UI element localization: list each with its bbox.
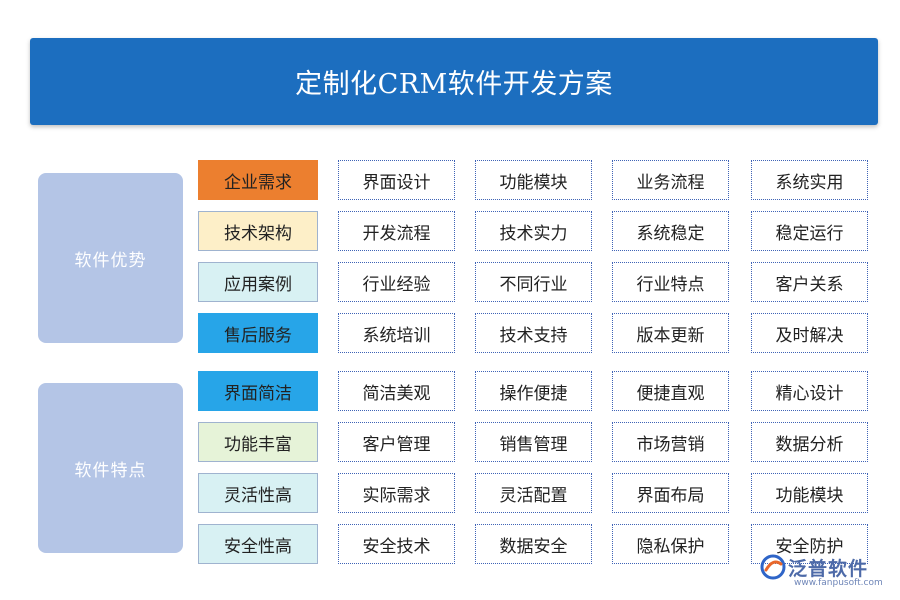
feature-box: 及时解决 bbox=[751, 313, 868, 353]
feature-box: 稳定运行 bbox=[751, 211, 868, 251]
feature-box: 技术支持 bbox=[475, 313, 592, 353]
watermark-brand: 泛普软件 bbox=[788, 558, 869, 580]
feature-box: 数据分析 bbox=[751, 422, 868, 462]
category-box: 企业需求 bbox=[198, 160, 318, 200]
feature-box: 业务流程 bbox=[612, 160, 729, 200]
group-panel: 软件特点 bbox=[38, 383, 183, 553]
feature-box: 安全技术 bbox=[338, 524, 455, 564]
category-row: 技术架构开发流程技术实力系统稳定稳定运行 bbox=[198, 211, 873, 253]
category-row: 售后服务系统培训技术支持版本更新及时解决 bbox=[198, 313, 873, 355]
watermark: 泛普软件 www.fanpusoft.com bbox=[760, 552, 890, 592]
feature-box: 操作便捷 bbox=[475, 371, 592, 411]
group-panel: 软件优势 bbox=[38, 173, 183, 343]
category-row: 企业需求界面设计功能模块业务流程系统实用 bbox=[198, 160, 873, 202]
category-box: 界面简洁 bbox=[198, 371, 318, 411]
feature-box: 界面设计 bbox=[338, 160, 455, 200]
feature-box: 实际需求 bbox=[338, 473, 455, 513]
category-row: 安全性高安全技术数据安全隐私保护安全防护 bbox=[198, 524, 873, 566]
feature-box: 版本更新 bbox=[612, 313, 729, 353]
category-row: 应用案例行业经验不同行业行业特点客户关系 bbox=[198, 262, 873, 304]
feature-box: 客户管理 bbox=[338, 422, 455, 462]
feature-box: 功能模块 bbox=[475, 160, 592, 200]
feature-box: 界面布局 bbox=[612, 473, 729, 513]
title-banner: 定制化CRM软件开发方案 bbox=[30, 38, 878, 125]
feature-box: 隐私保护 bbox=[612, 524, 729, 564]
page-title: 定制化CRM软件开发方案 bbox=[295, 69, 613, 100]
category-row: 界面简洁简洁美观操作便捷便捷直观精心设计 bbox=[198, 371, 873, 413]
category-box: 灵活性高 bbox=[198, 473, 318, 513]
feature-box: 行业特点 bbox=[612, 262, 729, 302]
feature-box: 开发流程 bbox=[338, 211, 455, 251]
feature-box: 技术实力 bbox=[475, 211, 592, 251]
category-box: 售后服务 bbox=[198, 313, 318, 353]
feature-box: 系统培训 bbox=[338, 313, 455, 353]
feature-box: 便捷直观 bbox=[612, 371, 729, 411]
category-box: 技术架构 bbox=[198, 211, 318, 251]
feature-box: 功能模块 bbox=[751, 473, 868, 513]
fanpu-logo-icon bbox=[760, 554, 786, 580]
group-label: 软件优势 bbox=[74, 250, 147, 271]
category-row: 功能丰富客户管理销售管理市场营销数据分析 bbox=[198, 422, 873, 464]
category-box: 应用案例 bbox=[198, 262, 318, 302]
feature-box: 灵活配置 bbox=[475, 473, 592, 513]
watermark-url: www.fanpusoft.com bbox=[794, 578, 883, 588]
feature-box: 不同行业 bbox=[475, 262, 592, 302]
feature-box: 销售管理 bbox=[475, 422, 592, 462]
feature-box: 行业经验 bbox=[338, 262, 455, 302]
feature-box: 客户关系 bbox=[751, 262, 868, 302]
category-row: 灵活性高实际需求灵活配置界面布局功能模块 bbox=[198, 473, 873, 515]
category-box: 安全性高 bbox=[198, 524, 318, 564]
feature-box: 系统稳定 bbox=[612, 211, 729, 251]
feature-box: 系统实用 bbox=[751, 160, 868, 200]
group-label: 软件特点 bbox=[74, 460, 147, 481]
feature-box: 数据安全 bbox=[475, 524, 592, 564]
feature-box: 精心设计 bbox=[751, 371, 868, 411]
feature-box: 简洁美观 bbox=[338, 371, 455, 411]
category-box: 功能丰富 bbox=[198, 422, 318, 462]
feature-box: 市场营销 bbox=[612, 422, 729, 462]
